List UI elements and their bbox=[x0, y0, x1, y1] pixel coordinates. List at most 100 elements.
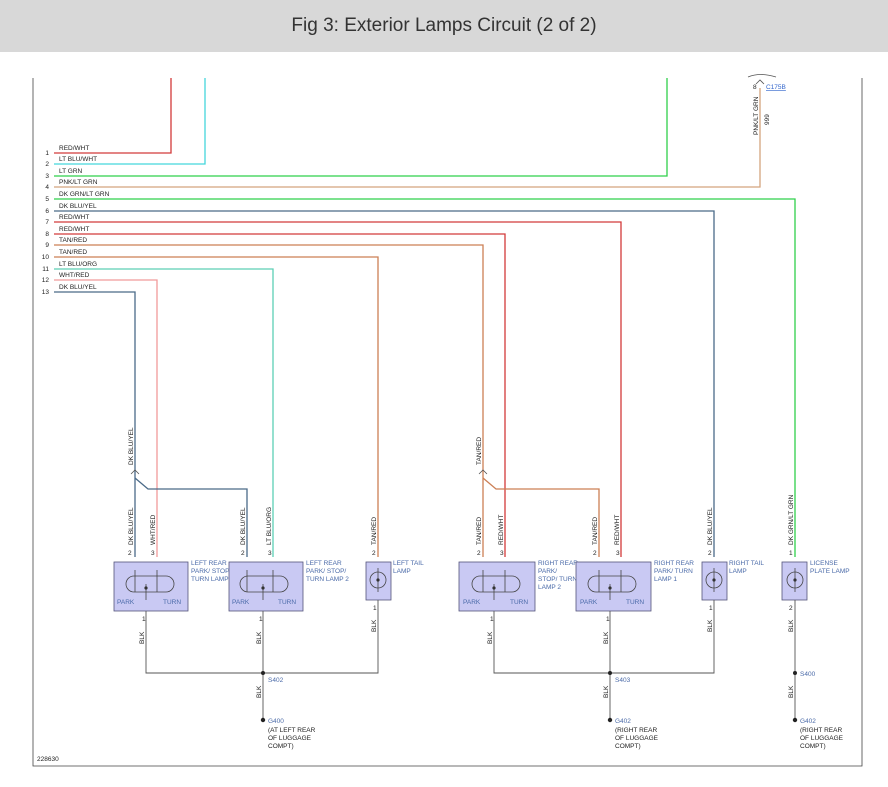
connector-id[interactable]: C175B bbox=[766, 84, 786, 91]
gnd-wire-label: BLK bbox=[371, 619, 378, 632]
wire-label: RED/WHT bbox=[59, 214, 89, 221]
lamp-body bbox=[113, 561, 189, 612]
left-tail-lamp: 2 LEFT TAIL LAMP 1 BLK bbox=[365, 550, 423, 632]
figure-id: 228630 bbox=[37, 756, 59, 763]
splice-left-chevron bbox=[130, 469, 140, 475]
splice-s403-label: S403 bbox=[615, 677, 631, 684]
lamp-label: LEFT REAR PARK/ STOP/ TURN LAMP 1 bbox=[191, 560, 234, 583]
turn-label: TURN bbox=[163, 599, 181, 606]
pin-num: 2 bbox=[477, 550, 481, 557]
connector-wire-color: PNK/LT GRN bbox=[753, 96, 760, 135]
bulb-outline bbox=[239, 575, 289, 593]
diagram-frame bbox=[32, 78, 863, 767]
wire-num: 2 bbox=[45, 161, 49, 168]
wire-6-dk-blu-yel bbox=[54, 210, 715, 557]
splice-left-branch-b bbox=[134, 477, 248, 557]
park-label: PARK bbox=[232, 599, 250, 606]
wire-num: 7 bbox=[45, 219, 49, 226]
park-label: PARK bbox=[117, 599, 135, 606]
pin-num: 2 bbox=[789, 605, 793, 612]
wire-label: WHT/RED bbox=[59, 272, 90, 279]
wire-1-red-wht bbox=[54, 78, 172, 154]
pin-num: 1 bbox=[709, 605, 713, 612]
bulb-center-dot bbox=[712, 578, 716, 582]
gnd-wire-label: BLK bbox=[603, 631, 610, 644]
lamp-body bbox=[228, 561, 304, 612]
splice-right-label: TAN/RED bbox=[476, 437, 483, 465]
wire-10-tan-red bbox=[54, 256, 379, 557]
connector-c175b-arc bbox=[747, 74, 777, 78]
wire-label: DK BLU/YEL bbox=[707, 507, 714, 545]
harness-wires bbox=[54, 78, 796, 557]
gnd-wire-label: BLK bbox=[256, 631, 263, 644]
wire-label: WHT/RED bbox=[150, 514, 157, 545]
license-plate-lamp: 1 LICENSE PLATE LAMP 2 BLK bbox=[781, 550, 850, 632]
wire-num: 1 bbox=[45, 150, 49, 157]
wire-label: RED/WHT bbox=[498, 515, 505, 545]
wire-num: 5 bbox=[45, 196, 49, 203]
wiring-diagram: 1 RED/WHT 2 LT BLU/WHT 3 LT GRN 4 PNK/LT… bbox=[32, 74, 863, 767]
turn-label: TURN bbox=[510, 599, 528, 606]
wire-label: DK BLU/YEL bbox=[59, 203, 97, 210]
bulb-center-dot bbox=[144, 586, 148, 590]
pin-num: 1 bbox=[259, 616, 263, 623]
ground-g400: G400 (AT LEFT REAR OF LUGGAGE COMPT) bbox=[260, 717, 316, 750]
figure-title: Fig 3: Exterior Lamps Circuit (2 of 2) bbox=[291, 15, 597, 36]
wire-num: 6 bbox=[45, 208, 49, 215]
gnd-wire-label: BLK bbox=[603, 685, 610, 698]
ground-id: G402 bbox=[615, 718, 631, 725]
gnd-right-rear-2 bbox=[493, 600, 715, 674]
gnd-wire-label: BLK bbox=[788, 685, 795, 698]
wire-5-dk-grn-lt-grn bbox=[54, 198, 796, 557]
wire-11-lt-blu-org bbox=[54, 268, 274, 557]
wire-label: LT BLU/ORG bbox=[266, 507, 273, 545]
park-label: PARK bbox=[580, 599, 598, 606]
splice-s402-label: S402 bbox=[268, 677, 284, 684]
ground-wires bbox=[145, 600, 796, 718]
wire-label: TAN/RED bbox=[592, 517, 599, 545]
gnd-wire-label: BLK bbox=[139, 631, 146, 644]
ground-icon bbox=[607, 717, 613, 723]
splice-left-label: DK BLU/YEL bbox=[128, 427, 135, 465]
wire-num: 9 bbox=[45, 242, 49, 249]
lamp-label: RIGHT REAR PARK/ STOP/ TURN LAMP 2 bbox=[538, 560, 578, 591]
bulb-outline bbox=[471, 575, 521, 593]
right-rear-lamp-2: 2 3 PARK TURN RIGHT REAR PARK/ STOP/ TUR… bbox=[458, 550, 578, 644]
wire-label: LT BLU/ORG bbox=[59, 261, 97, 268]
splice-s400-label: S400 bbox=[800, 671, 816, 678]
wire-label: DK BLU/YEL bbox=[59, 284, 97, 291]
ground-id: G402 bbox=[800, 718, 816, 725]
pin-num: 3 bbox=[151, 550, 155, 557]
harness-wire-labels: 1 RED/WHT 2 LT BLU/WHT 3 LT GRN 4 PNK/LT… bbox=[42, 145, 110, 296]
connector-c175b: 8 C175B PNK/LT GRN 999 bbox=[747, 74, 786, 135]
wire-num: 11 bbox=[42, 266, 49, 273]
ground-desc: OF LUGGAGE bbox=[615, 735, 659, 742]
ground-desc: (RIGHT REAR bbox=[800, 727, 842, 734]
wire-8-red-wht bbox=[54, 233, 506, 557]
pin-num: 1 bbox=[789, 550, 793, 557]
pin-num: 2 bbox=[241, 550, 245, 557]
gnd-wire-label: BLK bbox=[256, 685, 263, 698]
gnd-wire-label: BLK bbox=[487, 631, 494, 644]
wire-num: 10 bbox=[42, 254, 50, 261]
pin-num: 3 bbox=[616, 550, 620, 557]
pin-num: 1 bbox=[142, 616, 146, 623]
wire-num: 4 bbox=[45, 184, 49, 191]
ground-g402-right: G402 (RIGHT REAR OF LUGGAGE COMPT) bbox=[792, 717, 844, 750]
gnd-wire-label: BLK bbox=[707, 619, 714, 632]
left-rear-lamp-2: 2 3 PARK TURN LEFT REAR PARK/ STOP/ TURN… bbox=[228, 550, 349, 644]
wire-label: PNK/LT GRN bbox=[59, 179, 98, 186]
pin-num: 3 bbox=[500, 550, 504, 557]
ground-desc: OF LUGGAGE bbox=[268, 735, 312, 742]
wire-num: 12 bbox=[42, 277, 50, 284]
bulb-center-dot bbox=[793, 578, 797, 582]
bulb-center-dot bbox=[261, 586, 265, 590]
bulb-center-dot bbox=[608, 586, 612, 590]
bulb-center-dot bbox=[492, 586, 496, 590]
right-tail-lamp: 2 RIGHT TAIL LAMP 1 BLK bbox=[701, 550, 764, 632]
wire-label: LT GRN bbox=[59, 168, 83, 175]
right-rear-lamp-1: 2 3 PARK TURN RIGHT REAR PARK/ TURN LAMP… bbox=[575, 550, 694, 644]
wire-13-dk-blu-yel bbox=[54, 291, 136, 476]
left-rear-lamp-1: 2 3 PARK TURN LEFT REAR PARK/ STOP/ TURN… bbox=[113, 550, 234, 644]
lamp-label: RIGHT REAR PARK/ TURN LAMP 1 bbox=[654, 560, 694, 583]
